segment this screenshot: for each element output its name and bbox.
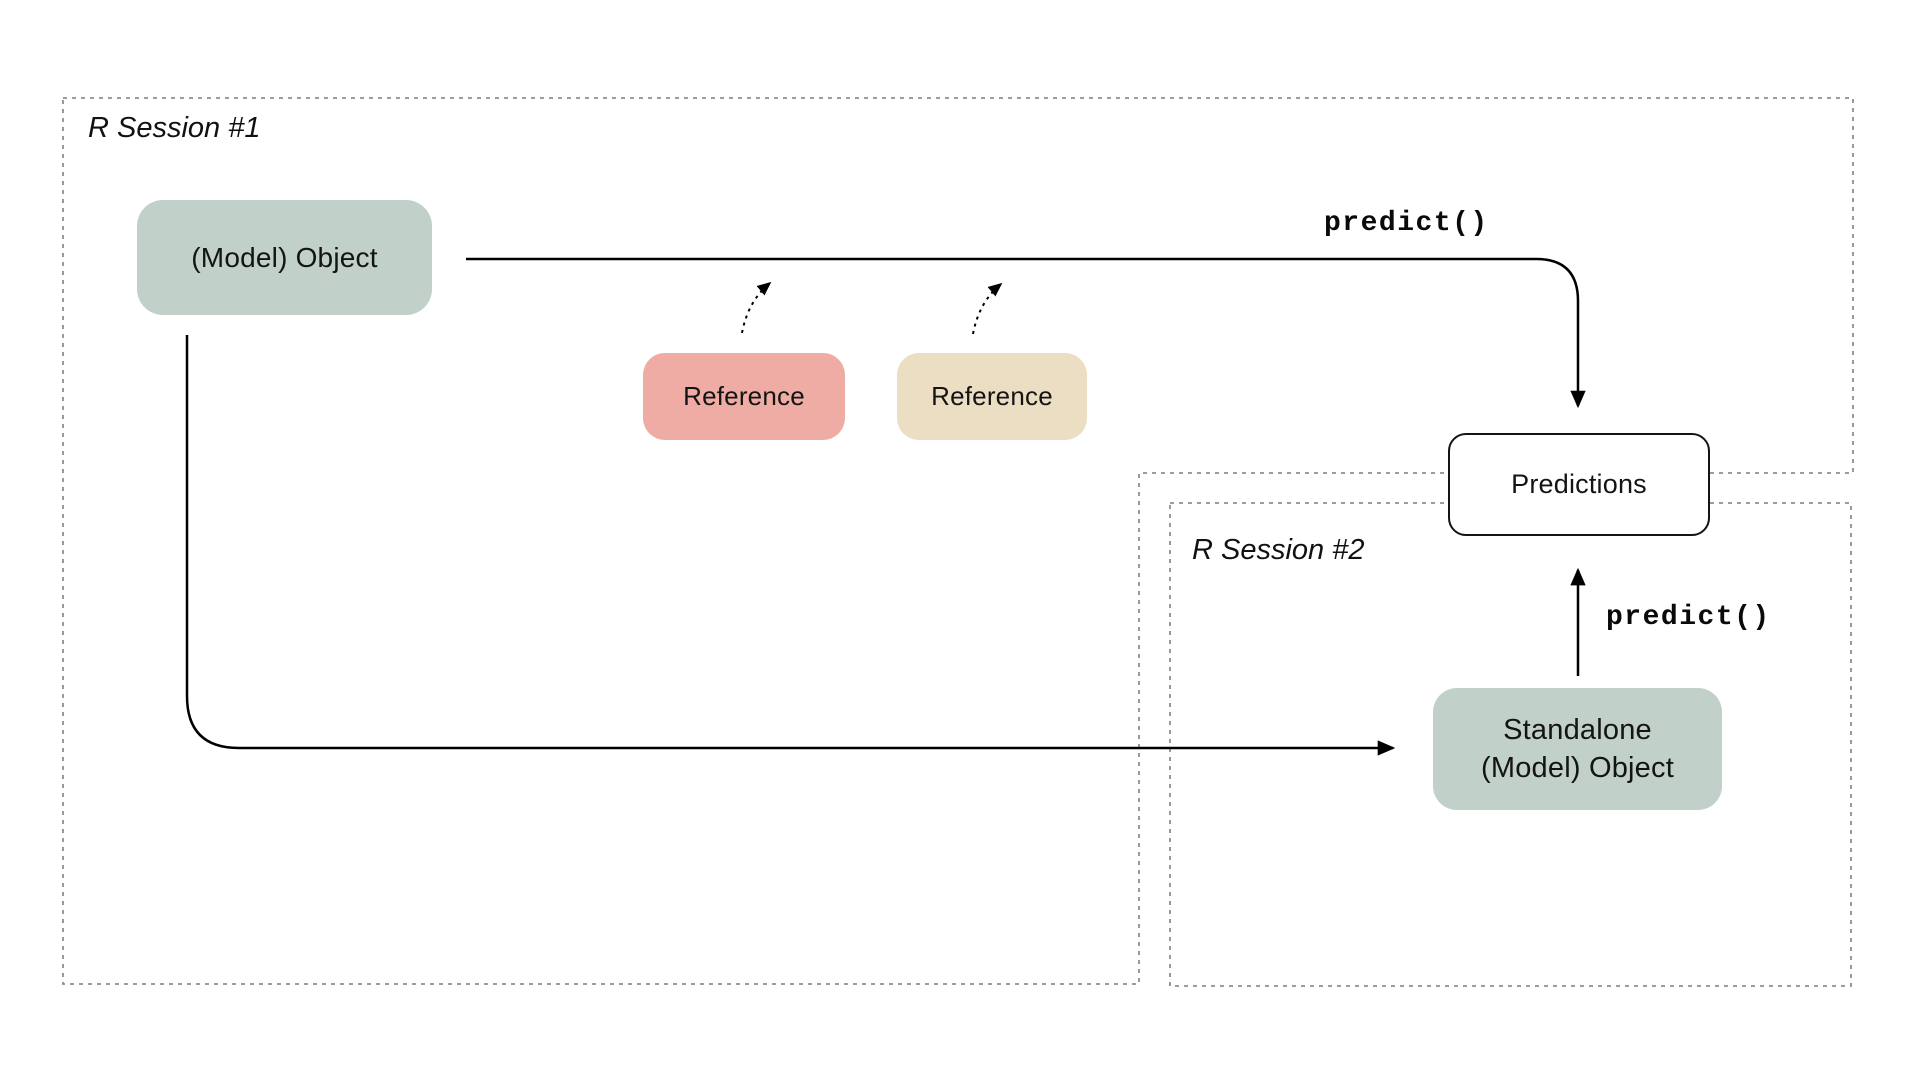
- session-2-border: [1169, 502, 1852, 987]
- predict-label-session-1: predict(): [1324, 208, 1489, 239]
- predictions-node: Predictions: [1448, 433, 1710, 536]
- reference-arrow-tan: [972, 282, 1003, 335]
- reference-red-label: Reference: [683, 381, 805, 411]
- reference-node-tan: Reference: [897, 353, 1087, 440]
- reference-arrow-red: [741, 281, 772, 334]
- standalone-label-line2: (Model) Object: [1481, 752, 1674, 784]
- session-2-label: R Session #2: [1192, 534, 1365, 566]
- reference-tan-label: Reference: [931, 381, 1053, 411]
- model-object-label: (Model) Object: [191, 241, 378, 273]
- standalone-label-line1: Standalone: [1503, 713, 1652, 746]
- standalone-model-object-node: Standalone (Model) Object: [1433, 688, 1722, 810]
- predict-label-session-2: predict(): [1606, 602, 1771, 633]
- predict-arrow-session-1: [466, 257, 1586, 409]
- model-transfer-arrow: [185, 335, 1396, 756]
- session-1-border: [62, 97, 1854, 985]
- model-object-node: (Model) Object: [137, 200, 432, 315]
- predictions-label: Predictions: [1511, 469, 1647, 499]
- session-1-label: R Session #1: [88, 112, 261, 144]
- reference-node-red: Reference: [643, 353, 845, 440]
